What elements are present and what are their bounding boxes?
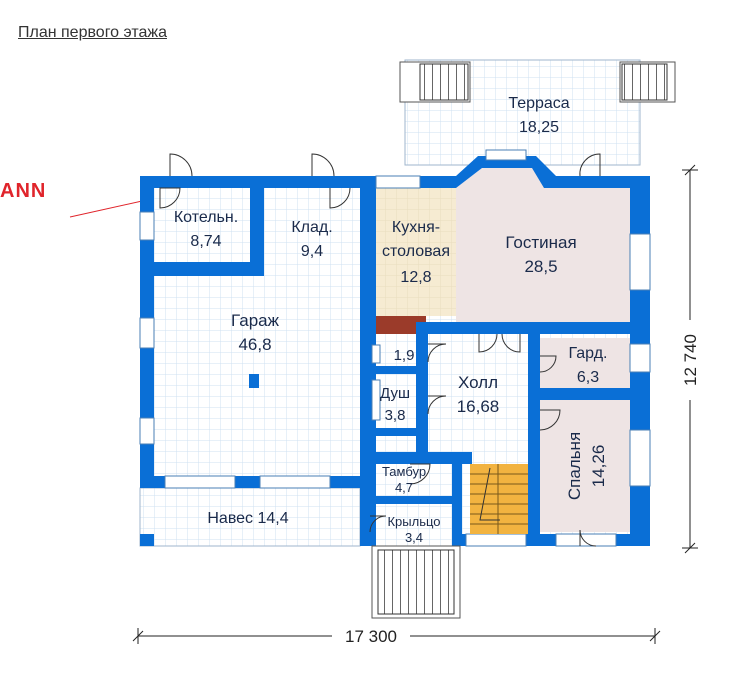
- storage-area-label: 9,4: [301, 243, 323, 260]
- bedroom-label: Спальня: [565, 432, 584, 500]
- bedroom-floor: [540, 400, 630, 532]
- vestibule-label: Тамбур: [382, 464, 426, 479]
- boiler-label: Котельн.: [174, 209, 238, 226]
- terrace-stair-left-steps: [419, 63, 469, 101]
- kitchen-label-2: столовая: [382, 243, 450, 260]
- canopy-label: Навес 14,4: [207, 510, 288, 527]
- windows: [139, 149, 651, 547]
- shower-area-label: 3,8: [385, 407, 406, 424]
- wc-area-label: 1,9: [394, 347, 415, 364]
- vestibule-area-label: 4,7: [395, 480, 413, 495]
- wardrobe-label: Гард.: [569, 345, 608, 362]
- internal-stair-steps: [470, 464, 528, 534]
- porch-label: Крыльцо: [387, 514, 440, 529]
- bedroom-area-label: 14,26: [589, 445, 608, 488]
- stair-arrow: [479, 467, 500, 521]
- wardrobe-floor: [540, 338, 630, 388]
- garage-area-label: 46,8: [238, 335, 271, 354]
- internal-stair: [470, 464, 528, 534]
- terrace-label: Терраса: [508, 95, 569, 112]
- garage-column: [249, 374, 259, 388]
- terrace-stair-right-steps: [621, 63, 668, 101]
- brand-logo-text: ANN: [0, 180, 47, 202]
- storage-label: Клад.: [291, 219, 332, 236]
- boiler-area-label: 8,74: [190, 233, 221, 250]
- porch-stair-steps: [377, 549, 455, 615]
- chimney: [374, 316, 426, 334]
- kitchen-label-1: Кухня-: [392, 219, 440, 236]
- hall-label: Холл: [458, 373, 498, 392]
- hall-area-label: 16,68: [457, 397, 500, 416]
- doors: [159, 153, 601, 547]
- wardrobe-area-label: 6,3: [577, 369, 599, 386]
- living-area-label: 28,5: [524, 257, 557, 276]
- kitchen-area-label: 12,8: [400, 269, 431, 286]
- depth-dimension-label: 12 740: [681, 334, 700, 386]
- garage-label: Гараж: [231, 311, 280, 330]
- width-dimension-label: 17 300: [345, 627, 397, 646]
- living-label: Гостиная: [505, 233, 576, 252]
- shower-label: Душ: [380, 385, 410, 402]
- width-dimension-line: [132, 628, 661, 644]
- terrace-area-label: 18,25: [519, 119, 559, 136]
- plan-title: План первого этажа: [18, 24, 167, 41]
- porch-area-label: 3,4: [405, 530, 423, 545]
- canopy-area: [139, 487, 361, 547]
- living-floor: [456, 168, 630, 322]
- depth-dimension-line: [682, 164, 698, 554]
- kitchen-floor: [376, 188, 456, 316]
